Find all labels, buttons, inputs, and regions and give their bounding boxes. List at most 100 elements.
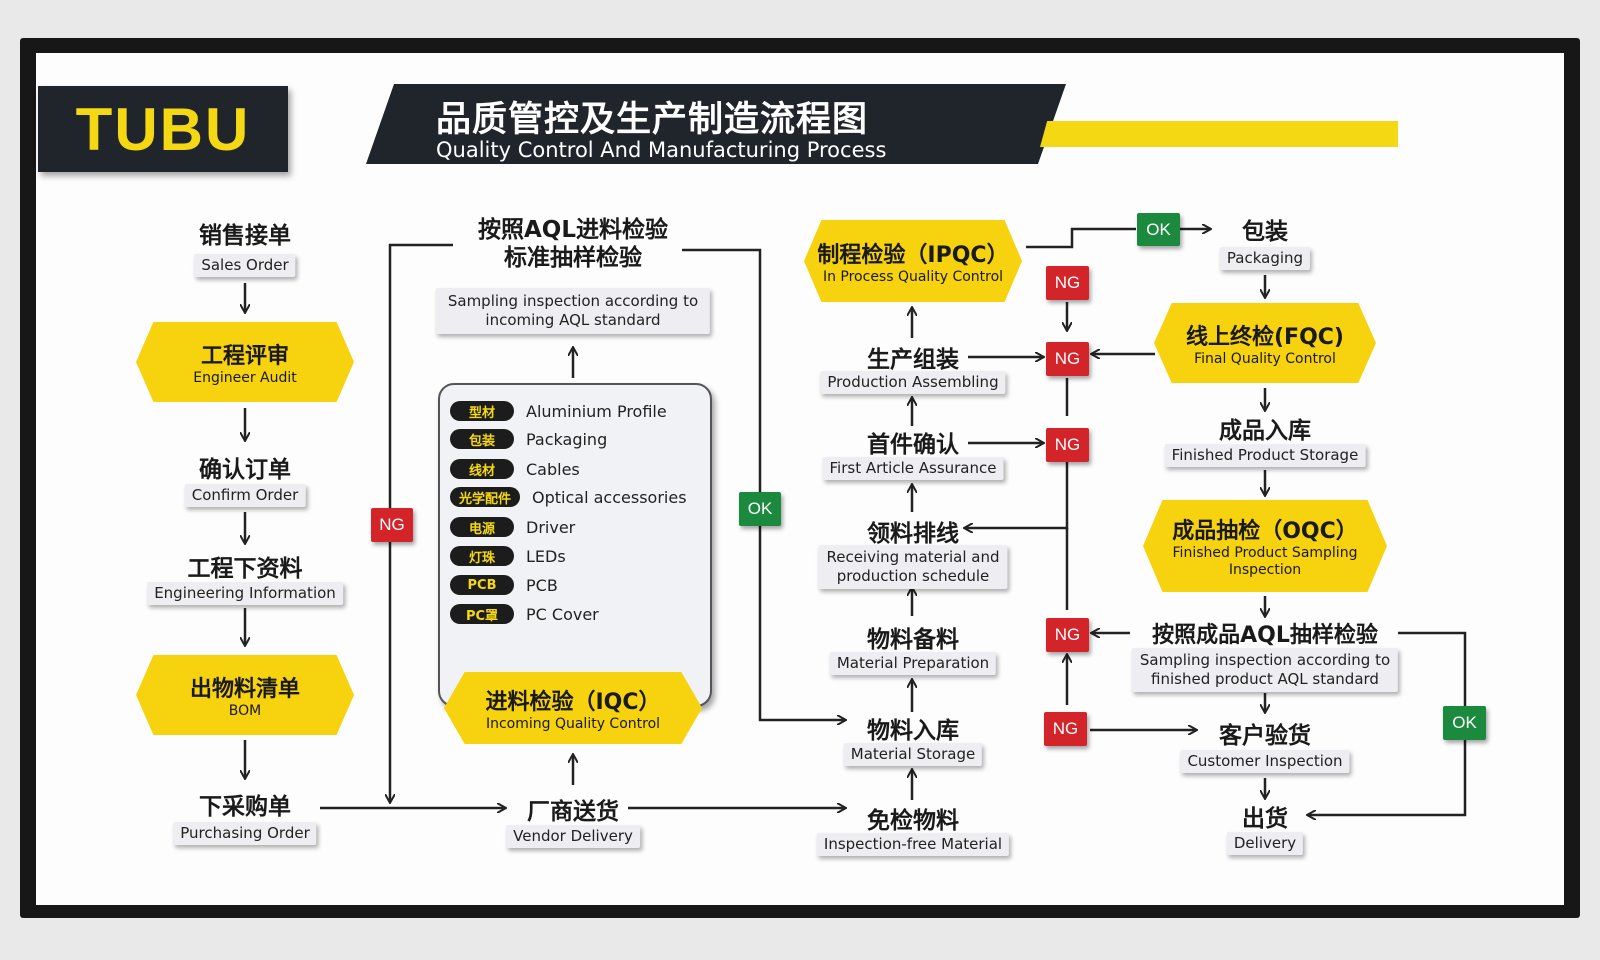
- title-banner: [366, 84, 1066, 164]
- step-engineering-info-cn: 工程下资料: [187, 556, 303, 582]
- material-pill: 光学配件: [450, 487, 521, 507]
- step-oqc-en-line1: Finished Product Sampling: [1172, 545, 1358, 561]
- material-pill: 线材: [450, 459, 514, 479]
- material-label: Packaging: [526, 429, 608, 449]
- step-storage-cn: 物料入库: [867, 718, 959, 744]
- step-inspection-free-cn: 免检物料: [867, 808, 959, 834]
- step-ipqc-en: In Process Quality Control: [822, 268, 1004, 285]
- material-row: 线材 Cables: [450, 459, 580, 479]
- step-inspection-free-en: Inspection-free Material: [816, 833, 1010, 856]
- step-aql-finished-en-line1: Sampling inspection according to: [1139, 651, 1391, 669]
- material-row: 包装 Packaging: [450, 429, 607, 449]
- step-packaging-en: Packaging: [1219, 247, 1311, 270]
- step-vendor-delivery-cn: 厂商送货: [527, 799, 619, 825]
- step-iqc: 进料检验（IQC） Incoming Quality Control: [444, 672, 702, 744]
- step-bom-en: BOM: [228, 702, 262, 719]
- material-label: LEDs: [526, 546, 566, 566]
- line-ng-loop: [390, 243, 453, 802]
- step-first-article-cn: 首件确认: [867, 432, 959, 458]
- material-row: 灯珠 LEDs: [450, 546, 566, 566]
- step-confirm-order-en: Confirm Order: [184, 484, 306, 507]
- step-receiving-en: Receiving material and production schedu…: [818, 545, 1008, 589]
- ng-tag-first-article: NG: [1046, 428, 1089, 462]
- step-oqc-cn: 成品抽检（OQC）: [1172, 519, 1358, 544]
- ng-tag-assembling: NG: [1046, 342, 1089, 376]
- step-ipqc: 制程检验（IPQC） In Process Quality Control: [804, 220, 1022, 302]
- step-aql-incoming-cn-line1: 按照AQL进料检验: [477, 217, 669, 243]
- step-receiving-en-line1: Receiving material and: [826, 548, 1000, 566]
- line-ok-loop: [682, 248, 845, 720]
- step-engineer-audit: 工程评审 Engineer Audit: [136, 322, 354, 402]
- step-assembling-cn: 生产组装: [867, 347, 959, 373]
- step-sales-order-cn: 销售接单: [199, 223, 291, 249]
- step-storage-en: Material Storage: [843, 743, 983, 766]
- step-aql-incoming-cn: 按照AQL进料检验 标准抽样检验: [478, 216, 668, 272]
- page-title-en: Quality Control And Manufacturing Proces…: [436, 138, 887, 162]
- step-engineer-audit-cn: 工程评审: [200, 343, 289, 369]
- material-label: Optical accessories: [532, 487, 687, 507]
- step-delivery-cn: 出货: [1242, 806, 1288, 832]
- step-fqc-en: Final Quality Control: [1194, 350, 1336, 367]
- step-sales-order-en: Sales Order: [194, 254, 296, 277]
- step-aql-finished-en: Sampling inspection according to finishe…: [1131, 648, 1399, 692]
- material-label: Aluminium Profile: [526, 401, 667, 421]
- step-preparation-en: Material Preparation: [829, 652, 997, 675]
- page-title-cn: 品质管控及生产制造流程图: [436, 100, 869, 140]
- step-aql-incoming-en-line1: Sampling inspection according to: [447, 292, 699, 310]
- material-row: PC罩 PC Cover: [450, 604, 599, 624]
- step-delivery-en: Delivery: [1226, 832, 1304, 855]
- step-iqc-cn: 进料检验（IQC）: [485, 689, 661, 715]
- ng-tag-incoming: NG: [371, 508, 413, 542]
- step-assembling-en: Production Assembling: [820, 371, 1006, 394]
- ng-tag-aql-finished: NG: [1046, 618, 1089, 652]
- step-fqc-cn: 线上终检(FQC): [1186, 324, 1344, 350]
- line-ipqc-ok: [1026, 227, 1136, 249]
- step-aql-incoming-en: Sampling inspection according to incomin…: [435, 288, 711, 334]
- step-aql-finished-cn: 按照成品AQL抽样检验: [1152, 623, 1378, 648]
- title-accent-stripe: [1040, 121, 1398, 147]
- logo: TUBU: [38, 86, 288, 172]
- step-customer-inspection-cn: 客户验货: [1219, 723, 1311, 749]
- step-purchasing-order-en: Purchasing Order: [173, 822, 317, 845]
- step-iqc-en: Incoming Quality Control: [485, 715, 661, 732]
- material-pill: 型材: [450, 401, 514, 421]
- step-packaging-cn: 包装: [1242, 219, 1288, 245]
- step-bom-cn: 出物料清单: [189, 676, 300, 702]
- step-purchasing-order-cn: 下采购单: [199, 794, 291, 820]
- ok-tag-incoming: OK: [739, 492, 781, 526]
- step-oqc: 成品抽检（OQC） Finished Product Sampling Insp…: [1143, 500, 1387, 592]
- step-engineering-info-en: Engineering Information: [147, 582, 343, 605]
- step-vendor-delivery-en: Vendor Delivery: [506, 825, 640, 848]
- step-fqc: 线上终检(FQC) Final Quality Control: [1154, 303, 1376, 383]
- step-aql-incoming-en-line2: incoming AQL standard: [485, 311, 661, 329]
- step-preparation-cn: 物料备料: [867, 627, 959, 653]
- step-first-article-en: First Article Assurance: [822, 457, 1004, 480]
- material-pill: 电源: [450, 517, 514, 537]
- material-label: Cables: [526, 459, 580, 479]
- ok-tag-ipqc: OK: [1137, 213, 1180, 246]
- step-finished-storage-en: Finished Product Storage: [1164, 444, 1366, 467]
- step-ipqc-cn: 制程检验（IPQC）: [817, 242, 1009, 268]
- step-receiving-en-line2: production schedule: [836, 567, 990, 585]
- material-pill: 包装: [450, 429, 514, 449]
- material-label: PCB: [526, 575, 558, 595]
- ng-tag-customer: NG: [1044, 712, 1087, 746]
- incoming-materials-panel: 型材 Aluminium Profile 包装 Packaging 线材 Cables…: [438, 383, 712, 707]
- ng-tag-ipqc: NG: [1046, 266, 1089, 300]
- logo-text: TUBU: [75, 95, 251, 163]
- step-aql-incoming-cn-line2: 标准抽样检验: [503, 245, 642, 271]
- material-label: PC Cover: [526, 604, 599, 624]
- step-finished-storage-cn: 成品入库: [1219, 418, 1311, 444]
- step-engineer-audit-en: Engineer Audit: [193, 369, 297, 386]
- material-pill: PC罩: [450, 604, 514, 624]
- step-receiving-cn: 领料排线: [867, 521, 959, 547]
- material-pill: PCB: [450, 575, 514, 595]
- step-customer-inspection-en: Customer Inspection: [1180, 750, 1350, 773]
- step-bom: 出物料清单 BOM: [136, 655, 354, 735]
- step-aql-finished-en-line2: finished product AQL standard: [1151, 670, 1379, 688]
- material-label: Driver: [526, 517, 576, 537]
- material-pill: 灯珠: [450, 546, 514, 566]
- ok-tag-right: OK: [1443, 706, 1486, 740]
- material-row: 型材 Aluminium Profile: [450, 401, 667, 421]
